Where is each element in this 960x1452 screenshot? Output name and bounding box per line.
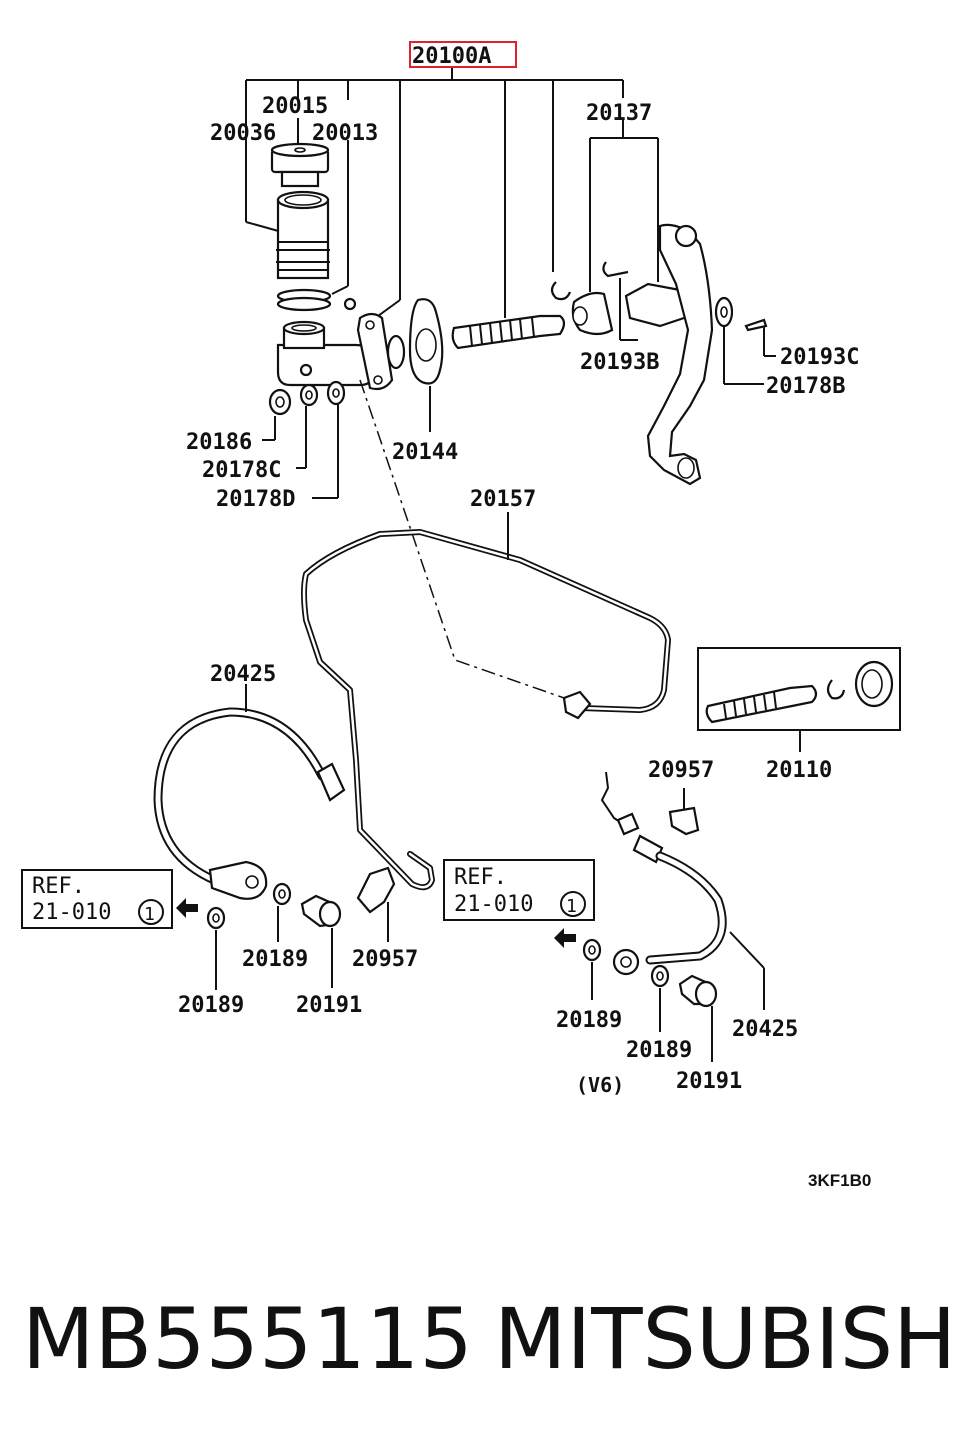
label-20178D[interactable]: 20178D [216,487,295,512]
hose-right [582,771,765,1062]
clip-left [356,866,396,942]
ref-box-left: REF. 21-010 1 [21,869,173,929]
ref-right-line2: 21-010 [454,892,533,917]
label-20013[interactable]: 20013 [312,121,378,146]
clutch-pipe [301,512,671,891]
clutch-pedal [646,223,714,486]
highlight-box [409,41,517,68]
gasket [408,298,444,432]
label-20189-b[interactable]: 20189 [242,947,308,972]
ref-left-line2: 21-010 [32,900,111,925]
ref-right-circle: 1 [566,896,577,917]
label-20157[interactable]: 20157 [470,487,536,512]
label-20015[interactable]: 20015 [262,94,328,119]
brand-name: MITSUBISHI [494,1290,960,1388]
label-20425-right[interactable]: 20425 [732,1017,798,1042]
label-20137[interactable]: 20137 [586,101,652,126]
label-20178C[interactable]: 20178C [202,458,281,483]
label-20178B[interactable]: 20178B [766,374,845,399]
label-20189-d[interactable]: 20189 [626,1038,692,1063]
label-20193C[interactable]: 20193C [780,345,859,370]
label-20191-right[interactable]: 20191 [676,1069,742,1094]
label-20189-a[interactable]: 20189 [178,993,244,1018]
label-20957-right[interactable]: 20957 [648,758,714,783]
master-cylinder [276,312,406,391]
label-20110[interactable]: 20110 [766,758,832,783]
leader-bracket-20100A [245,66,624,318]
label-20144[interactable]: 20144 [392,440,458,465]
push-rod [451,261,695,350]
ref-right-line1: REF. [454,865,507,890]
leader-bracket-20137 [589,120,659,292]
hose-left [153,684,346,990]
label-20957-left[interactable]: 20957 [352,947,418,972]
nut-washers [262,380,346,499]
reservoir-assembly [270,118,357,312]
arrow-right-icon [554,928,576,948]
label-20036[interactable]: 20036 [210,121,276,146]
label-20189-c[interactable]: 20189 [556,1008,622,1033]
label-20186[interactable]: 20186 [186,430,252,455]
label-20191-left[interactable]: 20191 [296,993,362,1018]
repair-kit-box [697,647,901,752]
ref-left-line1: REF. [32,874,85,899]
label-20100A[interactable]: 20100A [412,44,491,69]
washer-pin-right [714,296,776,385]
label-20425-left[interactable]: 20425 [210,662,276,687]
arrow-left-icon [176,898,198,918]
variant-note: (V6) [576,1073,624,1097]
ref-box-right: REF. 21-010 1 [443,859,595,921]
part-number: MB555115 [22,1290,473,1388]
footer: MB555115 MITSUBISHI [0,1280,960,1400]
label-20193B[interactable]: 20193B [580,350,659,375]
ref-left-circle: 1 [144,904,155,925]
figure-code: 3KF1B0 [808,1171,871,1190]
centerline [359,379,571,701]
